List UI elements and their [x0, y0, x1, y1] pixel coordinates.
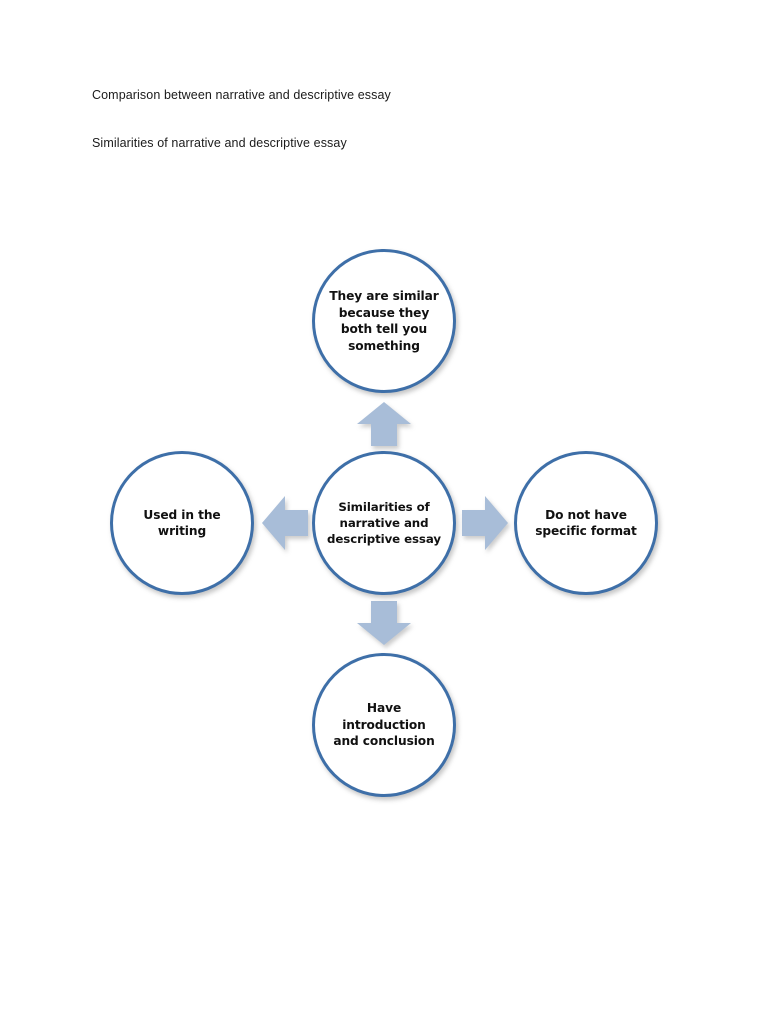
node-right[interactable]: Do not have specific format [514, 451, 658, 595]
node-left[interactable]: Used in the writing [110, 451, 254, 595]
node-top[interactable]: They are similar because they both tell … [312, 249, 456, 393]
node-left-label: Used in the writing [143, 507, 221, 539]
node-bottom-label: Have introduction and conclusion [333, 701, 435, 749]
heading-block: Comparison between narrative and descrip… [92, 88, 652, 151]
node-bottom[interactable]: Have introduction and conclusion [312, 653, 456, 797]
document-title: Comparison between narrative and descrip… [92, 88, 391, 102]
node-center-label: Similarities of narrative and descriptiv… [327, 500, 441, 546]
arrow-left-icon [262, 496, 308, 550]
document-subtitle: Similarities of narrative and descriptiv… [92, 136, 347, 150]
arrow-right-icon [462, 496, 508, 550]
arrow-up-icon [357, 402, 411, 446]
node-top-label: They are similar because they both tell … [329, 289, 439, 353]
node-right-label: Do not have specific format [535, 507, 637, 539]
arrow-down-icon [357, 601, 411, 645]
node-center[interactable]: Similarities of narrative and descriptiv… [312, 451, 456, 595]
